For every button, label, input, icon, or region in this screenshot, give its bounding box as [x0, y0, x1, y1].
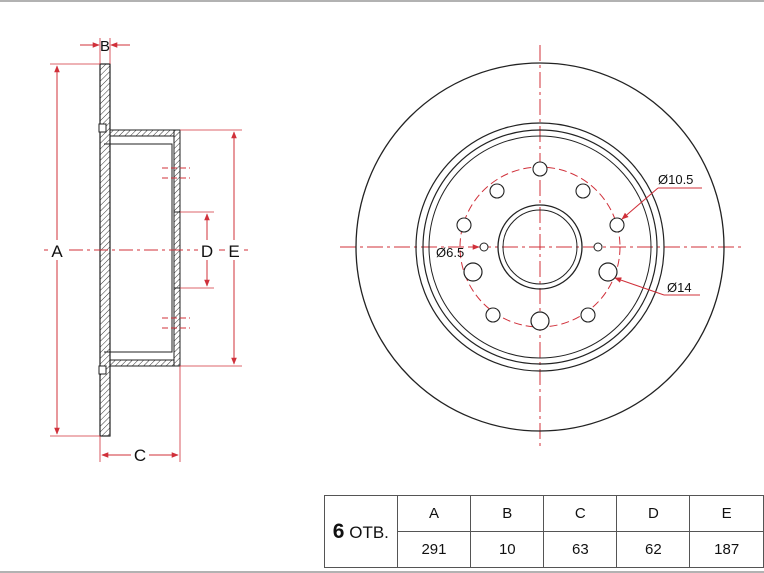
spec-header-A: A: [396, 495, 472, 532]
dim-E-label: E: [228, 242, 239, 261]
hat-face-section: [173, 129, 181, 367]
label-dia-10-5: Ø10.5: [658, 172, 693, 187]
hat-inner-edge: [428, 135, 652, 359]
bolt-hole-1: [532, 161, 548, 177]
spec-header-E: E: [689, 495, 764, 532]
bolt-hole-4: [489, 183, 505, 199]
side-section-view: A B C D E: [44, 38, 248, 465]
dim-A-label: A: [51, 242, 63, 261]
spec-table: 6 ОТВ. A B C D E 291 10 63 62 187: [324, 495, 764, 568]
front-view: Ø10.5 Ø6.5 Ø14: [340, 45, 745, 450]
leader-dia-10-5: [621, 187, 659, 220]
bolt-hole-5: [456, 217, 472, 233]
plate-notch-bottom: [98, 365, 107, 375]
holes-count: 6: [332, 519, 345, 543]
hat-wall-top: [109, 129, 175, 137]
large-hole-bottom: [530, 311, 550, 331]
leader-dia-14: [614, 277, 665, 296]
hub-bore-inner: [502, 209, 578, 285]
bolt-hole-2: [575, 183, 591, 199]
hat-inner-outline: [104, 143, 173, 353]
plate-notch-top: [98, 123, 107, 133]
dim-C-label: C: [134, 446, 146, 465]
friction-inner-edge: [415, 122, 665, 372]
large-hole-left: [463, 262, 483, 282]
label-dia-14: Ø14: [667, 280, 692, 295]
spec-header-C: C: [543, 495, 618, 532]
bolt-hole-6: [485, 307, 501, 323]
disc-outer-edge: [355, 62, 725, 432]
spec-value-A: 291: [396, 531, 472, 568]
spec-value-D: 62: [616, 531, 691, 568]
small-hole-right: [593, 242, 603, 252]
spec-value-B: 10: [470, 531, 545, 568]
hat-outer-edge: [422, 129, 658, 365]
holes-unit: ОТВ.: [349, 522, 389, 542]
spec-header-B: B: [470, 495, 545, 532]
holes-count-cell: 6 ОТВ.: [324, 495, 398, 568]
spec-value-E: 187: [689, 531, 764, 568]
label-dia-6-5: Ø6.5: [436, 245, 464, 260]
hat-wall-bottom: [109, 359, 175, 367]
small-hole-left: [479, 242, 489, 252]
bolt-hole-3: [609, 217, 625, 233]
large-hole-right: [598, 262, 618, 282]
spec-header-D: D: [616, 495, 691, 532]
dim-B-label: B: [100, 38, 110, 55]
spec-value-C: 63: [543, 531, 618, 568]
hub-bore-outer: [497, 204, 583, 290]
dim-D-label: D: [201, 242, 213, 261]
bolt-hole-7: [580, 307, 596, 323]
